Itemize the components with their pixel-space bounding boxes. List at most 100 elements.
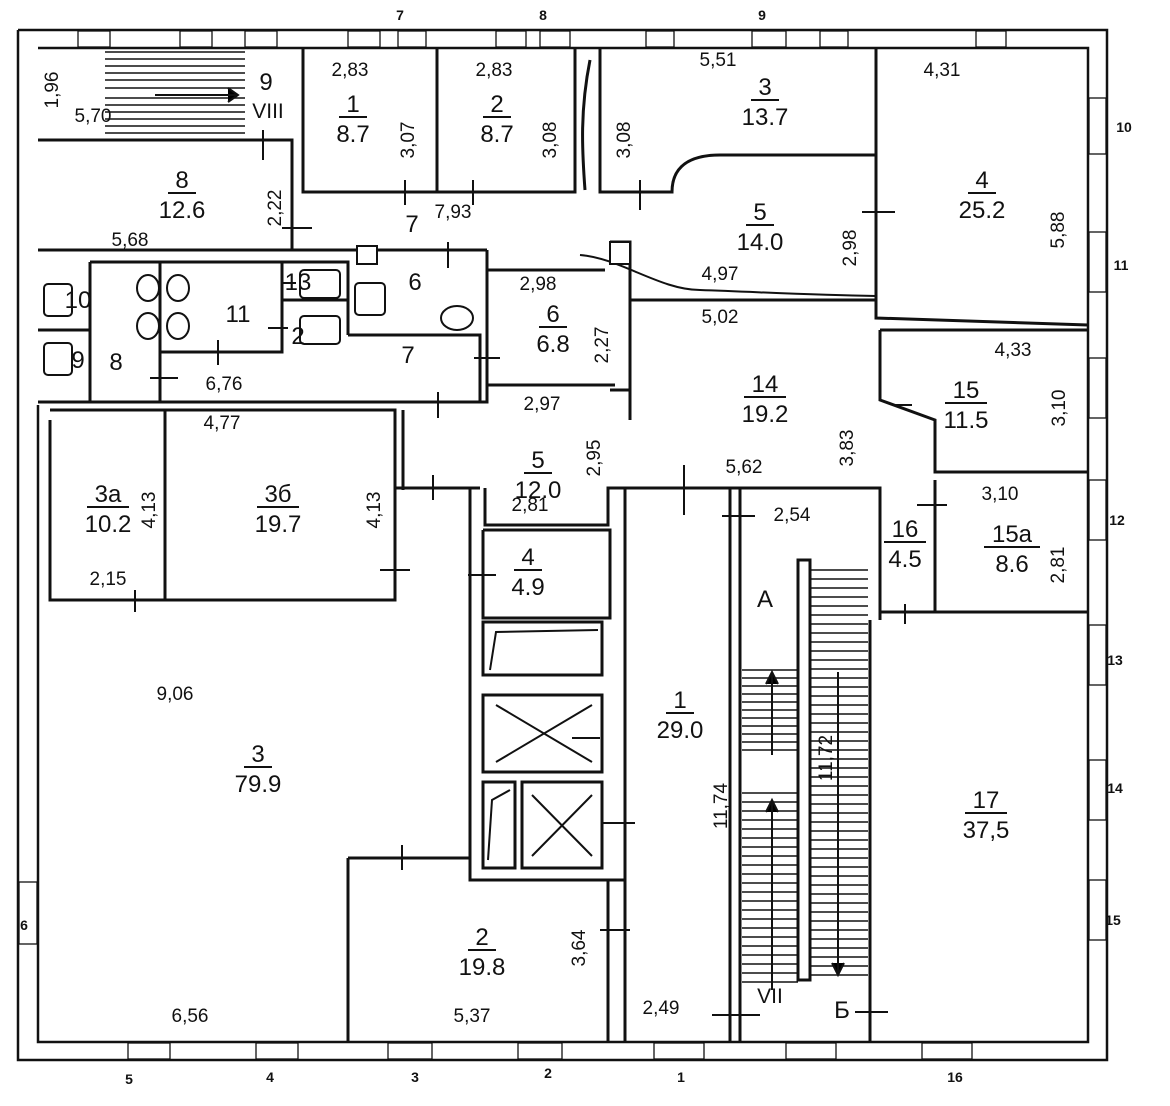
dimension-label: 5,70 <box>75 106 112 127</box>
dimension-label: 2,54 <box>774 505 811 526</box>
dimension-label: 11,72 <box>816 735 837 781</box>
dimension-label: 2,27 <box>592 327 613 364</box>
room-number: 7 <box>405 211 418 238</box>
room-number: 2 <box>475 924 488 951</box>
dimension-label: 1,96 <box>42 72 63 109</box>
room-number: 5 <box>753 199 766 226</box>
room-number: 15 <box>953 377 980 404</box>
window-number: 9 <box>758 7 766 23</box>
room-number: 7 <box>401 342 414 369</box>
room-area: 6.8 <box>536 331 569 358</box>
dimension-label: 2,98 <box>840 230 861 267</box>
room-number: 9 <box>259 69 272 96</box>
room-area: 79.9 <box>235 771 282 798</box>
room-number: 3б <box>264 481 291 508</box>
room-number: 8 <box>109 349 122 376</box>
outer-walls <box>16 28 1109 1062</box>
room-area: 12.6 <box>159 197 206 224</box>
stair-arrows <box>155 87 845 990</box>
inner-walls <box>38 48 1089 1042</box>
window-number: 4 <box>266 1069 274 1085</box>
dimension-label: 2,81 <box>512 495 549 516</box>
dimension-label: 4,33 <box>995 340 1032 361</box>
room-area: 4.9 <box>511 574 544 601</box>
room-area: 11.5 <box>944 407 989 434</box>
window-number: 11 <box>1114 257 1129 273</box>
dimension-label: 5,02 <box>702 307 739 328</box>
room-area: 29.0 <box>657 717 704 744</box>
room-number: 6 <box>546 301 559 328</box>
room-number: 17 <box>973 787 1000 814</box>
dimension-label: 2,15 <box>90 569 127 590</box>
stair-roman-label: VIII <box>252 100 284 123</box>
room-area: 19.2 <box>742 401 789 428</box>
window-number: 7 <box>396 7 404 23</box>
room-number: 5 <box>531 447 544 474</box>
dimension-label: 2,97 <box>524 394 561 415</box>
room-number: 1 <box>346 91 359 118</box>
dimension-label: 3,10 <box>982 484 1019 505</box>
room-number: 3а <box>95 481 122 508</box>
room-number: 11 <box>226 301 251 328</box>
room-number: 4 <box>521 544 534 571</box>
dimension-label: 5,37 <box>454 1006 491 1027</box>
room-area: 13.7 <box>742 104 789 131</box>
dimension-label: 2,49 <box>643 998 680 1019</box>
room-number: 13 <box>285 269 312 296</box>
window-number: 2 <box>544 1065 552 1081</box>
room-number: 16 <box>892 516 919 543</box>
dimension-label: 6,76 <box>206 374 243 395</box>
stair-letter-labels: АБ <box>757 586 850 1024</box>
dimension-label: 2,83 <box>476 60 513 81</box>
room-area: 14.0 <box>737 229 784 256</box>
window-number: 14 <box>1107 780 1123 796</box>
dimension-label: 2,22 <box>265 190 286 227</box>
room-number: 9 <box>71 347 84 374</box>
window-number: 5 <box>125 1071 133 1087</box>
fixtures <box>43 241 631 376</box>
door-marks <box>134 130 947 1016</box>
room-area: 10.2 <box>85 511 132 538</box>
dimension-label: 5,51 <box>700 50 737 71</box>
room-area: 12.0 <box>515 477 562 504</box>
dimension-label: 11,74 <box>711 783 732 830</box>
dimension-label: 4,13 <box>139 492 160 529</box>
dimension-label: 5,68 <box>112 230 149 251</box>
dimension-label: 2,95 <box>584 440 605 477</box>
room-area: 19.8 <box>459 954 506 981</box>
dimension-label: 7,93 <box>435 202 472 223</box>
dimension-label: 4,77 <box>204 413 241 434</box>
window-number: 13 <box>1107 652 1123 668</box>
stair-roman-label: VII <box>757 985 783 1008</box>
dimension-label: 6,56 <box>172 1006 209 1027</box>
window-number: 6 <box>20 917 28 933</box>
room-area: 8.7 <box>480 121 513 148</box>
room-number: 10 <box>65 287 92 314</box>
dimension-label: 3,64 <box>569 929 590 966</box>
room-number: 1 <box>673 687 686 714</box>
window-number: 10 <box>1116 119 1132 135</box>
window-number: 8 <box>539 7 547 23</box>
dimension-label: 5,88 <box>1048 212 1069 249</box>
room-area: 8.7 <box>336 121 369 148</box>
room-area: 37,5 <box>963 817 1010 844</box>
room-area: 4.5 <box>888 546 921 573</box>
dimension-label: 3,08 <box>540 122 561 159</box>
dimension-label: 4,13 <box>364 492 385 529</box>
windows <box>18 30 1107 1060</box>
stair-letter-label: А <box>757 586 773 613</box>
dimension-label: 4,31 <box>924 60 961 81</box>
dimension-label: 2,81 <box>1048 547 1069 584</box>
room-number: 3 <box>251 741 264 768</box>
window-number: 16 <box>947 1069 963 1085</box>
room-number: 2 <box>291 323 304 350</box>
dimension-label: 4,97 <box>702 264 739 285</box>
room-area: 8.6 <box>995 551 1028 578</box>
dimension-label: 3,07 <box>398 122 419 159</box>
dimension-label: 3,10 <box>1049 390 1070 427</box>
window-number: 15 <box>1105 912 1121 928</box>
